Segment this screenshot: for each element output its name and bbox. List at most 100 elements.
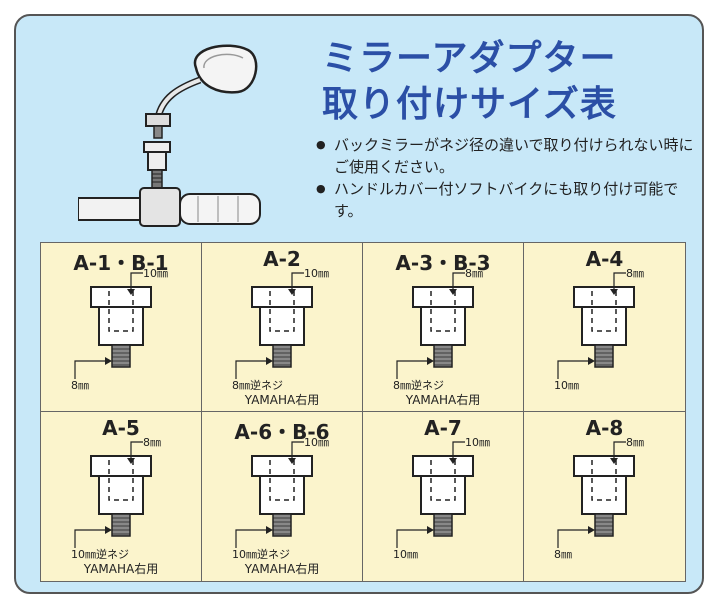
top-thread-size: 10㎜ <box>143 267 168 280</box>
usage-notes: バックミラーがネジ径の違いで取り付けられない時にご使用ください。 ハンドルカバー… <box>316 134 704 222</box>
adapter-body <box>581 306 627 346</box>
adapter-drawing <box>557 441 635 548</box>
bottom-thread-size: 10㎜ <box>393 548 418 561</box>
info-panel: ミラーアダプター 取り付けサイズ表 バックミラーがネジ径の違いで取り付けられない… <box>14 14 704 594</box>
arrow-icon <box>105 526 112 534</box>
adapter-drawing <box>396 441 474 548</box>
arrow-icon <box>588 357 595 365</box>
adapter-head <box>90 286 152 308</box>
inner-bore <box>430 460 456 501</box>
inner-bore <box>591 291 617 332</box>
bottom-leader <box>396 360 431 379</box>
bottom-leader <box>74 529 109 548</box>
bottom-thread-size: 10㎜逆ネジ <box>71 548 129 561</box>
bottom-leader <box>235 529 270 548</box>
inner-bore <box>591 460 617 501</box>
arrow-icon <box>288 289 296 295</box>
bottom-thread-size: 8㎜逆ネジ <box>393 379 444 392</box>
adapter-name: A-5 <box>102 416 140 440</box>
top-thread-size: 8㎜ <box>626 436 644 449</box>
adapter-drawing <box>235 441 313 548</box>
top-leader <box>613 441 626 460</box>
adapter-name: A-2 <box>263 247 301 271</box>
bottom-leader <box>396 529 431 548</box>
adapter-head <box>412 286 474 308</box>
title-line-1: ミラーアダプター <box>322 38 617 79</box>
bottom-leader <box>235 360 270 379</box>
adapter-drawing <box>74 441 152 548</box>
arrow-icon <box>427 526 434 534</box>
adapter-body <box>98 475 144 515</box>
mirror-adapter-illustration <box>78 44 261 227</box>
adapter-body <box>420 475 466 515</box>
adapter-drawing <box>235 272 313 379</box>
usage-note: YAMAHA右用 <box>244 562 320 576</box>
inner-bore <box>269 291 295 332</box>
arrow-icon <box>610 289 618 295</box>
top-thread-size: 10㎜ <box>304 267 329 280</box>
adapter-head <box>251 455 313 477</box>
arrow-icon <box>588 526 595 534</box>
bottom-thread-size: 8㎜ <box>71 379 89 392</box>
adapter-thread <box>272 344 292 368</box>
adapter-body <box>259 306 305 346</box>
adapter-drawing <box>557 272 635 379</box>
adapter-body <box>581 475 627 515</box>
adapter-thread <box>272 513 292 537</box>
arrow-icon <box>449 458 457 464</box>
bottom-thread-size: 10㎜ <box>554 379 579 392</box>
top-leader <box>291 272 304 291</box>
adapter-body <box>259 475 305 515</box>
bottom-thread-size: 10㎜逆ネジ <box>232 548 290 561</box>
inner-bore <box>108 291 134 332</box>
adapter-drawing <box>74 272 152 379</box>
arrow-icon <box>427 357 434 365</box>
adapter-body <box>98 306 144 346</box>
top-thread-size: 8㎜ <box>465 267 483 280</box>
adapter-name: A-4 <box>585 247 624 271</box>
adapter-name: A-7 <box>424 416 462 440</box>
inner-bore <box>430 291 456 332</box>
adapter-name: A-1・B-1 <box>73 251 169 275</box>
adapter-head <box>573 286 635 308</box>
adapter-head <box>251 286 313 308</box>
usage-note: YAMAHA右用 <box>405 393 481 407</box>
top-thread-size: 8㎜ <box>626 267 644 280</box>
arrow-icon <box>127 289 135 295</box>
arrow-icon <box>610 458 618 464</box>
top-leader <box>130 441 143 460</box>
adapter-head <box>573 455 635 477</box>
adapter-thread <box>111 513 131 537</box>
top-thread-size: 10㎜ <box>304 436 329 449</box>
bottom-leader <box>74 360 109 379</box>
bottom-leader <box>557 529 592 548</box>
inner-bore <box>269 460 295 501</box>
top-leader <box>130 272 143 291</box>
arrow-icon <box>449 289 457 295</box>
note-item: バックミラーがネジ径の違いで取り付けられない時にご使用ください。 <box>316 134 704 178</box>
title-line-2: 取り付けサイズ表 <box>322 84 617 125</box>
adapter-thread <box>111 344 131 368</box>
top-leader <box>613 272 626 291</box>
page-title: ミラーアダプター 取り付けサイズ表 <box>322 36 617 128</box>
top-leader <box>452 272 465 291</box>
adapter-name: A-8 <box>585 416 624 440</box>
note-item: ハンドルカバー付ソフトバイクにも取り付け可能です。 <box>316 178 704 222</box>
arrow-icon <box>288 458 296 464</box>
adapter-thread <box>433 344 453 368</box>
adapter-body <box>420 306 466 346</box>
arrow-icon <box>266 526 273 534</box>
top-thread-size: 8㎜ <box>143 436 161 449</box>
inner-bore <box>108 460 134 501</box>
bottom-thread-size: 8㎜逆ネジ <box>232 379 283 392</box>
top-thread-size: 10㎜ <box>465 436 490 449</box>
